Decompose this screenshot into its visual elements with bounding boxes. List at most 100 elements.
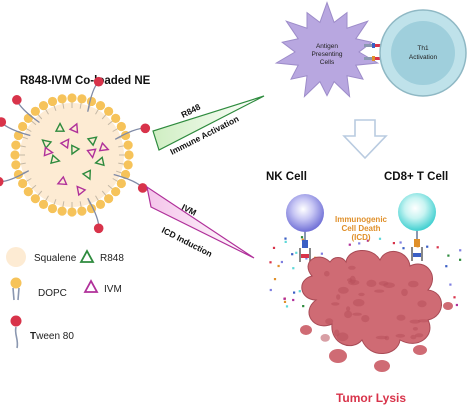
tumor-spot: [401, 288, 408, 297]
tumor-spot: [325, 318, 334, 325]
tumor-spot: [375, 335, 388, 340]
lipid-head: [111, 187, 121, 197]
icd-particle: [285, 305, 289, 308]
th1-label-line2: Activation: [409, 54, 438, 61]
r848-molecule: [86, 136, 98, 147]
nk-cell: [286, 194, 324, 262]
th1-cell: Th1 Activation: [379, 9, 467, 97]
tumor-spot: [378, 281, 389, 286]
icd-particle: [366, 239, 369, 242]
ivm-molecule: [59, 138, 70, 150]
ivm-molecule: [98, 141, 110, 152]
apc-label-line2: Presenting: [311, 51, 342, 58]
tumor-spot: [338, 286, 349, 294]
icd-particle: [320, 252, 323, 255]
lipid-head: [18, 121, 28, 132]
r848-legend-label: R848: [100, 253, 124, 264]
lipid-head: [57, 206, 67, 216]
r848-molecule: [41, 139, 53, 150]
tumor-spot: [352, 312, 362, 316]
icd-particle: [455, 303, 458, 307]
tumor-lysis-label: Tumor Lysis: [336, 391, 406, 405]
tumor-fragment: [374, 360, 390, 372]
r848-molecule: [71, 144, 81, 156]
tween-head: [137, 183, 148, 193]
icd-particle: [291, 253, 294, 256]
tumor-spot: [347, 278, 353, 282]
nk-cell-label: NK Cell: [266, 171, 307, 183]
ivm-molecule: [68, 122, 79, 134]
nanoemulsion-droplet: [0, 76, 151, 234]
cd8-t-cell: [398, 193, 436, 261]
lipid-head: [116, 178, 126, 189]
lipid-head: [30, 194, 40, 204]
tumor-spot: [331, 302, 340, 306]
cd8-cell-label: CD8+ T Cell: [384, 171, 448, 183]
tween-head: [0, 117, 7, 127]
dopc-monolayer: [10, 93, 134, 217]
receptor-synapse: [364, 43, 382, 61]
tumor-fragment: [413, 345, 427, 355]
icd-particle: [272, 246, 276, 249]
icd-particle: [399, 241, 402, 244]
lipid-head: [67, 93, 77, 103]
lipid-head: [86, 96, 97, 107]
icd-particle: [402, 247, 405, 250]
icd-particle: [280, 260, 283, 264]
icd-particle: [295, 251, 298, 254]
tween-legend-icon: [10, 315, 22, 349]
ivm-arrow: IVM ICD Induction: [146, 185, 255, 259]
ivm-legend-label: IVM: [104, 284, 122, 295]
icd-particle: [283, 297, 286, 300]
tumor-spot: [374, 289, 385, 293]
icd-particle: [459, 249, 462, 252]
icd-particle: [298, 290, 301, 293]
icd-particle: [292, 298, 295, 302]
icd-particle: [284, 237, 287, 240]
tumor-mass: [300, 250, 453, 372]
icd-particle: [293, 291, 296, 294]
tumor-spot: [395, 333, 406, 338]
lipid-head: [47, 96, 58, 107]
tumor-spot: [417, 300, 427, 308]
tumor-spot: [412, 327, 418, 331]
tumor-spot: [408, 280, 419, 288]
legend: Squalene R848 DOPC IVM Tween 80: [6, 247, 124, 349]
r848-triangle-icon: [79, 249, 95, 263]
lipid-head: [111, 113, 121, 123]
icd-particle: [269, 261, 272, 264]
r848-molecule: [50, 154, 61, 165]
icd-particle: [283, 300, 287, 303]
icd-particle: [449, 283, 452, 286]
icd-particle: [305, 257, 308, 260]
tumor-spot: [346, 306, 351, 312]
tween-80-chains: [0, 76, 151, 234]
tween-legend-label: Tween 80: [30, 331, 74, 342]
dopc-legend-icon: [10, 277, 22, 301]
icd-label-line1: Immunogenic: [335, 215, 388, 224]
tween-head: [93, 76, 104, 87]
lipid-head: [38, 199, 49, 209]
tumor-spot: [396, 314, 406, 321]
down-arrow-icon: [342, 119, 388, 160]
icd-label-line2: Cell Death: [341, 224, 380, 233]
tumor-spot: [348, 265, 356, 270]
icd-particle: [277, 264, 280, 268]
lipid-head: [116, 121, 126, 132]
tumor-spot: [344, 310, 353, 319]
lipid-head: [95, 101, 106, 111]
icd-particle: [459, 258, 462, 261]
tumor-fragment: [329, 349, 347, 363]
th1-label-line1: Th1: [417, 45, 429, 52]
icd-particle: [445, 265, 448, 268]
antigen-presenting-cell: Antigen Presenting Cells: [274, 1, 380, 98]
icd-particle: [378, 237, 382, 240]
ivm-molecule: [86, 148, 97, 159]
tumor-spot: [336, 332, 349, 342]
icd-particle: [436, 246, 439, 249]
tumor-spot: [415, 333, 424, 338]
lipid-head: [47, 203, 58, 214]
tumor-spot: [361, 315, 370, 323]
tumor-texture: [320, 265, 430, 342]
r848-molecule: [54, 121, 66, 132]
